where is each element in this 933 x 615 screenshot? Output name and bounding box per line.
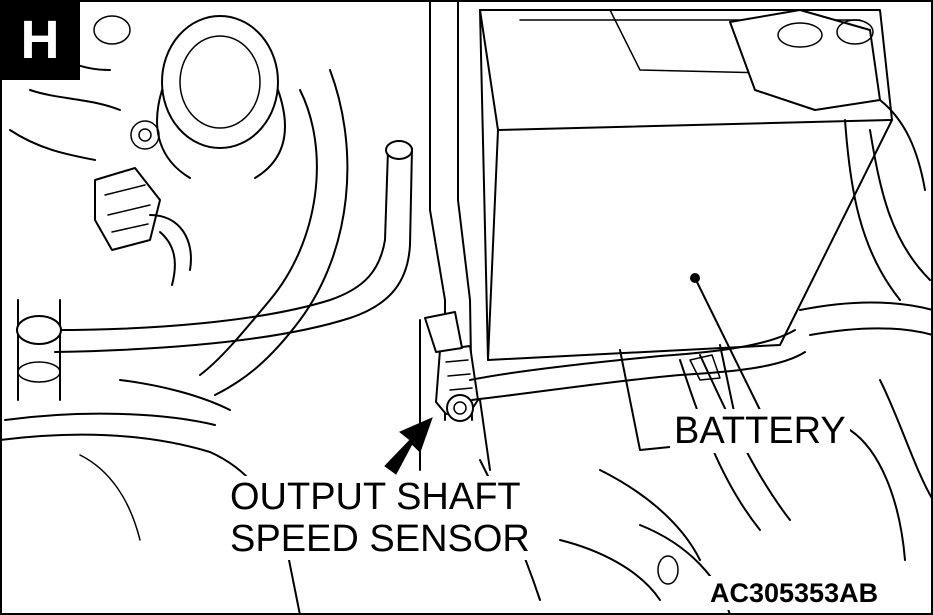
sensor-label-line2: SPEED SENSOR [230, 518, 530, 560]
arrow-up-right-icon [384, 417, 433, 475]
left-pipe-assembly [4, 299, 216, 426]
sensor-label-line1: OUTPUT SHAFT [230, 476, 521, 518]
battery-leader-line [690, 273, 761, 411]
battery-label: BATTERY [670, 409, 850, 453]
battery-terminal [729, 9, 931, 301]
reservoir-cap [156, 15, 286, 179]
fuel-line [54, 140, 413, 353]
wiring-connector-left [94, 167, 192, 286]
sensor-label: OUTPUT SHAFT SPEED SENSOR [224, 476, 536, 560]
figure-code: AC305353AB [704, 576, 885, 610]
output-shaft-speed-sensor [424, 311, 479, 422]
section-badge: H [0, 0, 80, 80]
coolant-hose [199, 69, 349, 396]
